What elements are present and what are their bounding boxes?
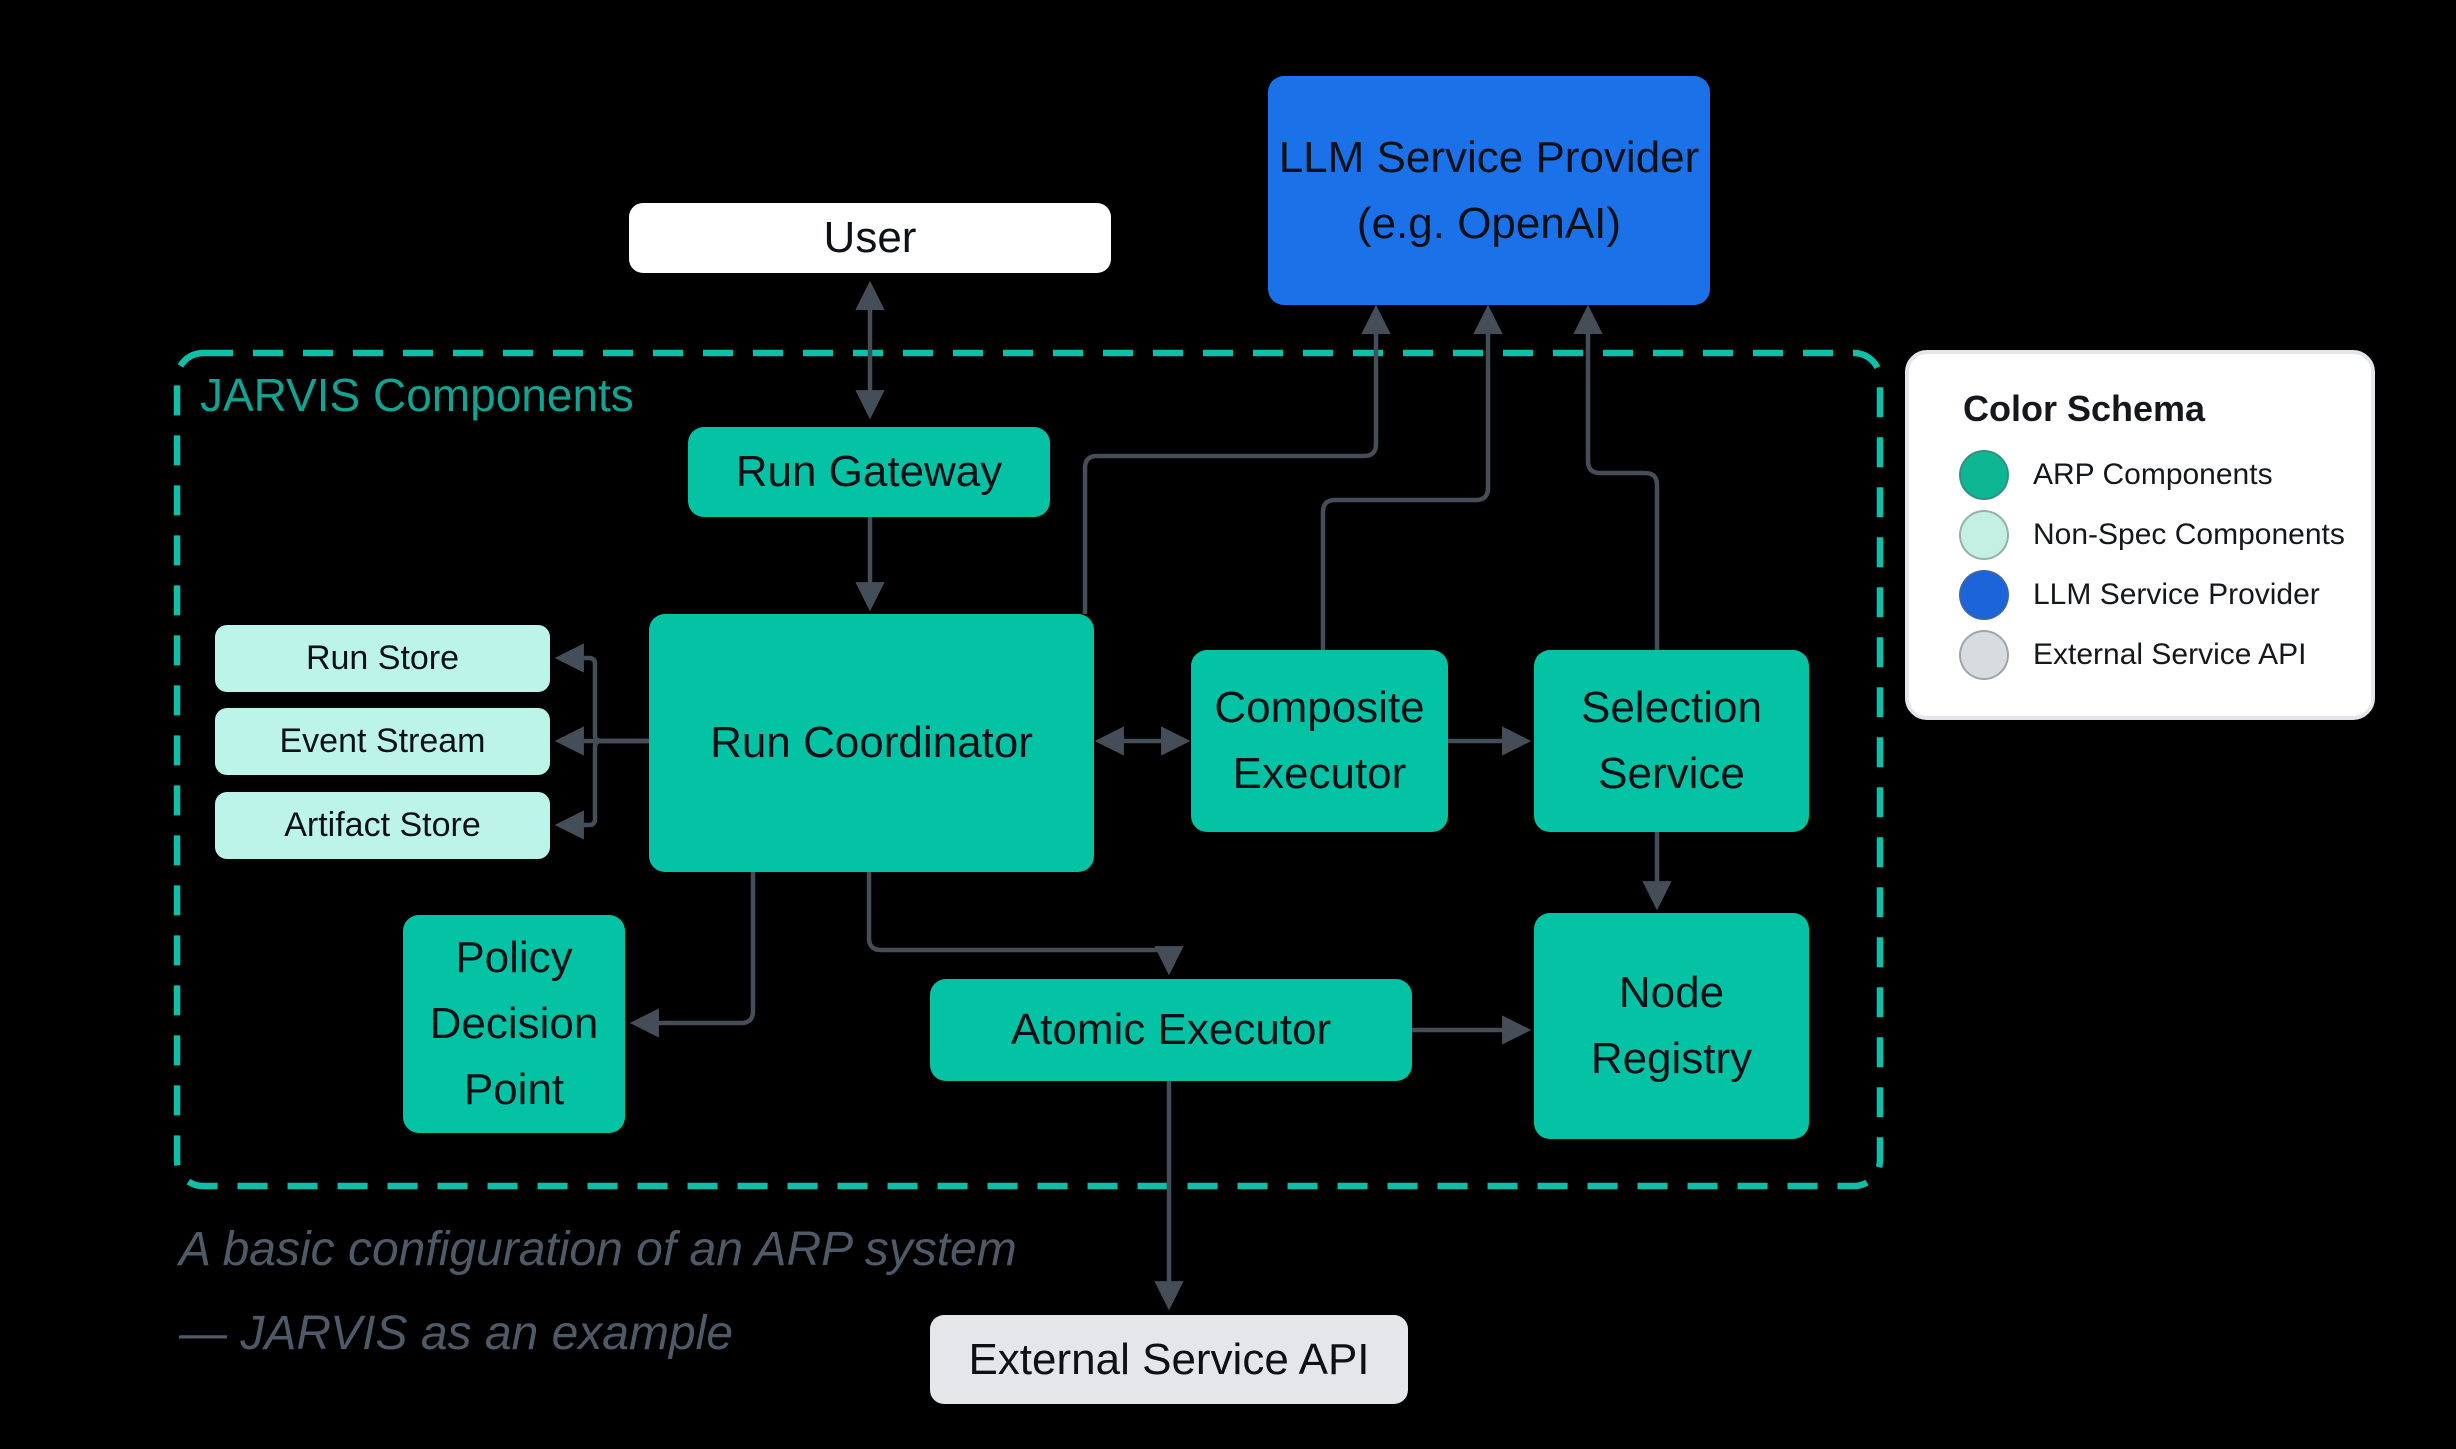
legend-item-label: Non-Spec Components <box>2033 518 2345 551</box>
edge-run-coordinator-policy-decision-point <box>629 872 756 1038</box>
edge-run-coordinator-atomic-executor <box>866 872 1184 976</box>
legend-item-label: LLM Service Provider <box>2033 578 2320 611</box>
node-run-coordinator: Run Coordinator <box>649 614 1094 872</box>
node-run-gateway: Run Gateway <box>688 427 1050 517</box>
node-run-store: Run Store <box>215 625 550 692</box>
node-selection-service: Selection Service <box>1534 650 1809 832</box>
node-llm-service-provider: LLM Service Provider (e.g. OpenAI) <box>1268 76 1710 305</box>
node-composite-executor: Composite Executor <box>1191 650 1448 832</box>
caption-line-2: — JARVIS as an example <box>179 1307 734 1360</box>
legend-item-llm-service-provider: LLM Service Provider <box>1959 570 2371 620</box>
legend-item-arp-components: ARP Components <box>1959 450 2371 500</box>
node-atomic-executor: Atomic Executor <box>930 979 1412 1081</box>
arp-components-swatch-icon <box>1959 450 2009 500</box>
jarvis-group-label: JARVIS Components <box>200 369 634 421</box>
color-schema-legend: Color Schema ARP Components Non-Spec Com… <box>1905 350 2375 720</box>
legend-item-external-service-api: External Service API <box>1959 630 2371 680</box>
node-artifact-store: Artifact Store <box>215 792 550 859</box>
node-policy-decision-point: Policy Decision Point <box>403 915 625 1133</box>
legend-title: Color Schema <box>1963 388 2206 429</box>
edge-composite-executor-llm <box>1320 304 1503 650</box>
edge-run-coordinator-llm <box>1082 304 1391 614</box>
non-spec-components-swatch-icon <box>1959 510 2009 560</box>
edge-run-coordinator-run-store <box>554 643 649 744</box>
llm-service-provider-swatch-icon <box>1959 570 2009 620</box>
diagram-caption: A basic configuration of an ARP system —… <box>179 1208 1017 1376</box>
node-node-registry: Node Registry <box>1534 913 1809 1139</box>
caption-line-1: A basic configuration of an ARP system <box>179 1223 1017 1276</box>
legend-item-label: External Service API <box>2033 638 2307 671</box>
edge-run-coordinator-artifact-store <box>554 738 649 840</box>
node-user: User <box>629 203 1111 273</box>
legend-item-non-spec-components: Non-Spec Components <box>1959 510 2371 560</box>
edge-selection-service-llm <box>1573 304 1660 650</box>
node-external-service-api: External Service API <box>930 1315 1408 1404</box>
external-service-api-swatch-icon <box>1959 630 2009 680</box>
legend-item-label: ARP Components <box>2033 458 2273 491</box>
node-event-stream: Event Stream <box>215 708 550 775</box>
